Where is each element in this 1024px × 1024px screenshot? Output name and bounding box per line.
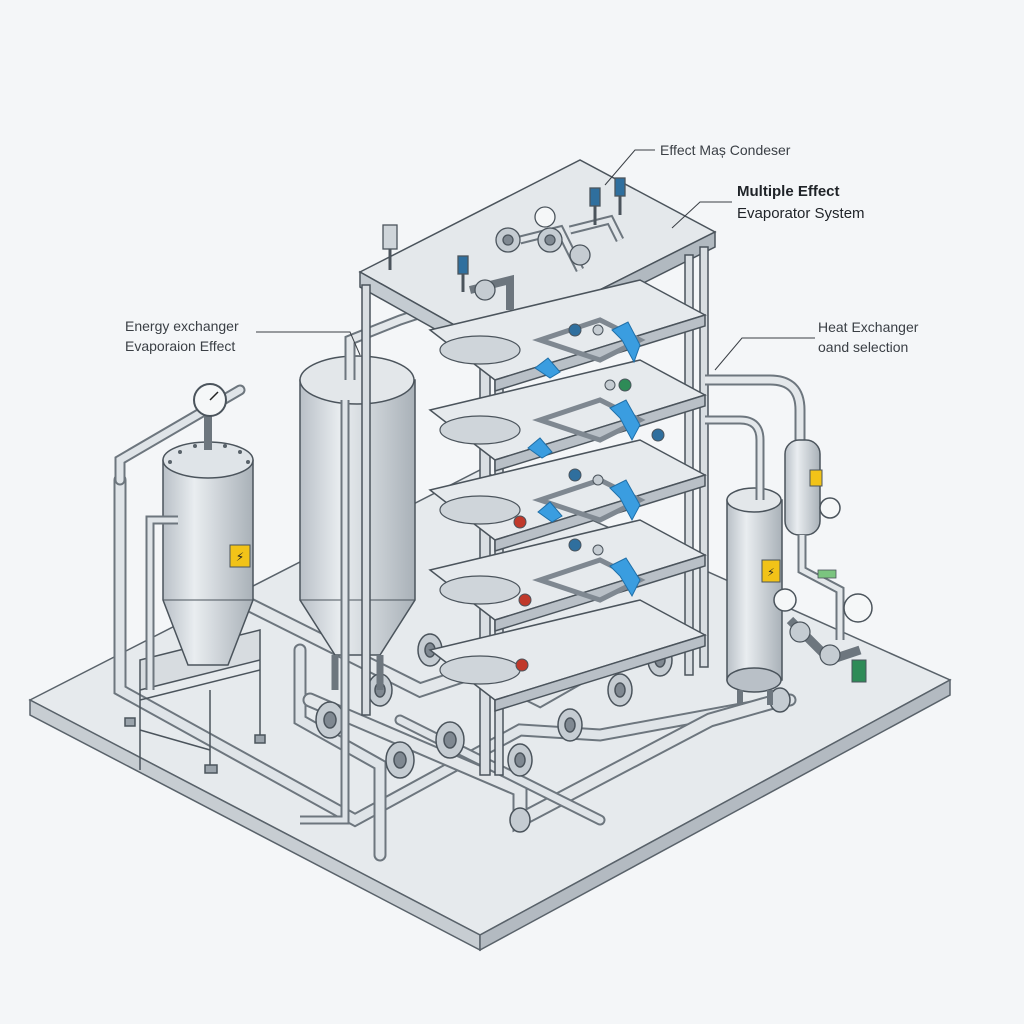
pressure-gauge-icon bbox=[773, 588, 873, 623]
warning-sign-icon: ⚡ bbox=[229, 544, 251, 568]
energy-exchanger-line2: Evaporaion Effect bbox=[125, 338, 236, 354]
diagram-title-line2: Evaporator System bbox=[737, 205, 865, 222]
pressure-gauge-icon bbox=[819, 497, 841, 519]
svg-text:⚡: ⚡ bbox=[767, 566, 775, 579]
pressure-gauge-icon bbox=[193, 383, 227, 417]
pressure-gauge-icon bbox=[534, 206, 556, 228]
condenser-label: Effect Maș Condeser bbox=[660, 142, 791, 158]
condensate-tank: ⚡ bbox=[726, 487, 783, 705]
valve-icon bbox=[513, 323, 665, 672]
diagram-title-line1: Multiple Effect bbox=[737, 183, 840, 200]
top-equipment bbox=[382, 177, 626, 310]
energy-exchanger-label: Energy exchanger Evaporaion Effect bbox=[125, 316, 239, 356]
heat-exchanger bbox=[705, 374, 873, 683]
flow-arrow-icon bbox=[527, 321, 641, 598]
energy-exchanger-line1: Energy exchanger bbox=[125, 318, 239, 334]
svg-text:⚡: ⚡ bbox=[236, 550, 244, 564]
flange-icon bbox=[315, 633, 791, 833]
heat-exchanger-line1: Heat Exchanger bbox=[818, 319, 919, 335]
evaporator-body-tank bbox=[299, 294, 462, 825]
heat-exchanger-label: Heat Exchanger oand selection bbox=[818, 317, 918, 357]
diagram-title: Multiple Effect Evaporator System bbox=[737, 181, 865, 225]
heat-exchanger-line2: oand selection bbox=[818, 339, 909, 355]
warning-sign-icon: ⚡ bbox=[761, 559, 781, 583]
effect-vessels bbox=[439, 335, 521, 685]
evaporator-rack bbox=[358, 159, 717, 776]
feed-tank: ⚡ bbox=[124, 383, 266, 774]
callout-leaders bbox=[256, 149, 815, 371]
